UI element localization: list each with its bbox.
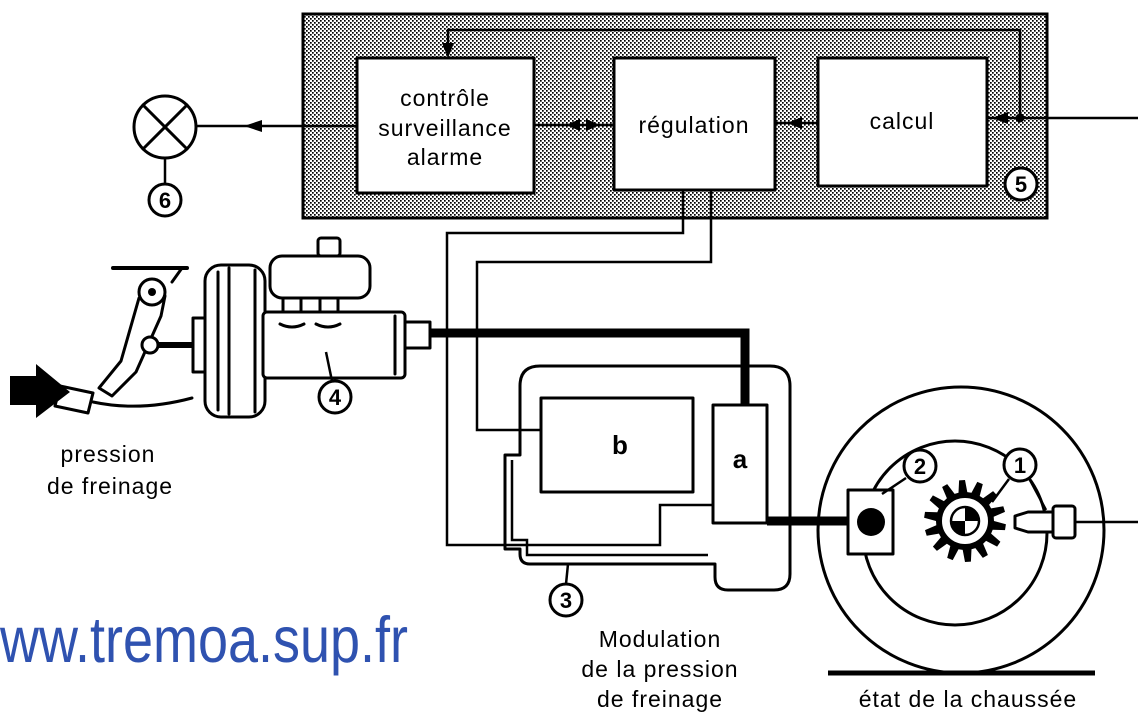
reservoir-cap bbox=[316, 236, 342, 258]
pedal-pivot-pin bbox=[148, 288, 156, 296]
modulator-label-line-2: de la pression bbox=[581, 656, 738, 682]
calculation-block bbox=[816, 56, 989, 188]
push-arrow-icon bbox=[10, 364, 70, 418]
modulator-housing bbox=[503, 364, 792, 592]
sensor-number-badge: 1 bbox=[1002, 447, 1038, 483]
pedal-mount-brace bbox=[170, 266, 184, 284]
valve-block-label: a bbox=[733, 444, 748, 474]
ecu-feedback-line bbox=[446, 28, 1022, 118]
pedal-label-line-2: de freinage bbox=[47, 473, 173, 499]
master-cylinder-body bbox=[261, 310, 407, 380]
wheel-speed-sensor-probe bbox=[1013, 510, 1055, 534]
road-label: état de la chaussée bbox=[859, 686, 1077, 712]
sensor-leader bbox=[990, 478, 1011, 503]
sensor-leader bbox=[1028, 479, 1048, 511]
master-cylinder-leader bbox=[324, 351, 334, 382]
regulation-block bbox=[612, 56, 777, 192]
master-cylinder: 4 bbox=[261, 236, 432, 415]
valve-control-wire bbox=[445, 190, 713, 547]
modulator-label-line-3: de freinage bbox=[597, 686, 723, 712]
reservoir-body bbox=[268, 254, 372, 300]
control-block-line-2: surveillance bbox=[378, 115, 511, 141]
caliper-piston bbox=[857, 508, 885, 536]
calc-arrow-icon bbox=[787, 117, 802, 129]
pressure-modulator: b a 3 Modulation de la pression de frein… bbox=[503, 364, 792, 712]
pedal-label-line-1: pression bbox=[61, 441, 156, 467]
caliper-number: 2 bbox=[914, 454, 926, 479]
caliper-leader bbox=[881, 476, 907, 496]
wheel-speed-sensor-connector bbox=[1051, 504, 1077, 540]
pump-block-label: b bbox=[612, 430, 628, 460]
ecu-unit: contrôle surveillance alarme régulation … bbox=[301, 12, 1138, 220]
pedal-return-link bbox=[91, 396, 194, 408]
master-cylinder-number: 4 bbox=[329, 385, 342, 410]
pump-block bbox=[539, 396, 695, 494]
caliper-number-badge: 2 bbox=[902, 448, 938, 484]
lamp-number: 6 bbox=[159, 188, 171, 213]
junction-dot bbox=[1015, 113, 1025, 123]
brake-line-to-modulator bbox=[430, 328, 750, 405]
pump-control-wire bbox=[475, 190, 713, 432]
brake-pedal-assembly: pression de freinage bbox=[10, 266, 208, 499]
modulator-number-badge: 3 bbox=[548, 582, 584, 618]
regulation-arrow-right-icon bbox=[586, 119, 600, 131]
sensor-number: 1 bbox=[1014, 453, 1026, 478]
port-marks bbox=[278, 322, 342, 329]
regulation-arrow-left-icon bbox=[566, 119, 580, 131]
tone-wheel-icon bbox=[924, 480, 1006, 562]
ecu-number-badge: 5 bbox=[1003, 166, 1039, 202]
control-block-line-1: contrôle bbox=[400, 85, 490, 111]
warning-lamp: 6 bbox=[132, 94, 357, 218]
axle-cap-quadrant bbox=[965, 507, 979, 521]
lamp-arrow-icon bbox=[244, 120, 262, 132]
push-rod-pivot bbox=[140, 335, 160, 355]
axle-cap-quadrant bbox=[951, 521, 965, 535]
modulator-housing-inner bbox=[510, 460, 708, 557]
lamp-cross-stroke bbox=[141, 103, 189, 151]
valve-block bbox=[711, 403, 769, 525]
brake-booster bbox=[191, 263, 267, 419]
control-block-line-3: alarme bbox=[407, 144, 483, 170]
feedback-arrow-icon bbox=[442, 43, 454, 58]
ecu-number: 5 bbox=[1015, 172, 1027, 197]
calculation-block-label: calcul bbox=[870, 108, 935, 134]
wheel-assembly: état de la chaussée 2 1 bbox=[767, 385, 1138, 712]
input-arrow-icon bbox=[992, 112, 1008, 124]
regulation-block-label: régulation bbox=[638, 112, 749, 138]
master-cylinder-outlet bbox=[403, 320, 432, 350]
modulator-label-line-1: Modulation bbox=[599, 626, 722, 652]
modulator-leader bbox=[564, 563, 570, 585]
watermark-text: ww.tremoa.sup.fr bbox=[0, 603, 408, 676]
modulator-number: 3 bbox=[560, 588, 572, 613]
lamp-number-badge: 6 bbox=[147, 182, 183, 218]
master-cylinder-number-badge: 4 bbox=[317, 379, 353, 415]
